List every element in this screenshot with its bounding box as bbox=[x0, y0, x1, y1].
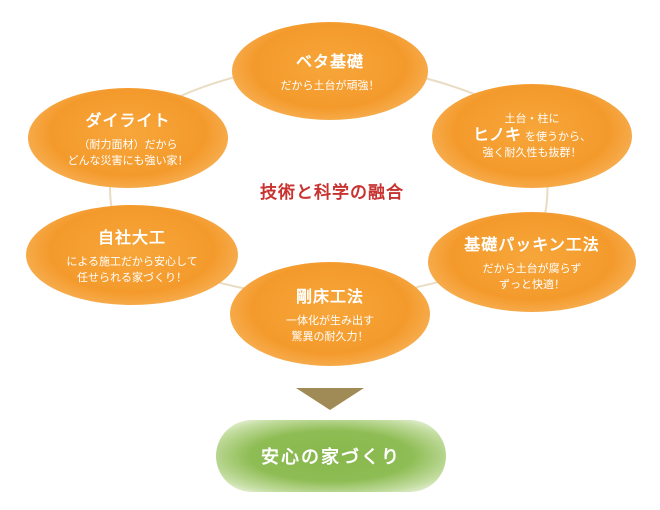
node-hinoki-line3: 強く耐久性も抜群！ bbox=[482, 146, 582, 159]
node-dailite-line1: （耐力面材）だから bbox=[78, 138, 178, 151]
down-arrow-icon bbox=[296, 388, 364, 410]
node-dailite-text: （耐力面材）だから どんな災害にも強い家！ bbox=[68, 137, 189, 169]
node-dailite-title: ダイライト bbox=[85, 111, 171, 130]
node-kiso-packing-text: だから土台が腐らず ずっと快適！ bbox=[483, 261, 582, 293]
node-kiso-packing: 基礎パッキン工法 だから土台が腐らず ずっと快適！ bbox=[428, 212, 636, 312]
node-beta-kiso-line1: だから土台が頑強！ bbox=[280, 79, 380, 92]
node-hinoki-line2: ヒノキを使うから、 bbox=[473, 127, 591, 145]
node-kiso-packing-line2: ずっと快適！ bbox=[499, 278, 565, 291]
node-dailite-line2: どんな災害にも強い家！ bbox=[67, 154, 189, 167]
node-goshou-line2: 驚異の耐久力！ bbox=[291, 330, 369, 343]
node-jisha-daiku: 自社大工 による施工だから安心して 任せられる家づくり！ bbox=[26, 205, 238, 305]
node-beta-kiso-title: ベタ基礎 bbox=[295, 52, 364, 71]
node-jisha-daiku-title: 自社大工 bbox=[97, 228, 166, 247]
node-beta-kiso: ベタ基礎 だから土台が頑強！ bbox=[232, 22, 428, 120]
node-hinoki: 土台・柱に ヒノキを使うから、 強く耐久性も抜群！ bbox=[432, 84, 632, 188]
node-hinoki-line1: 土台・柱に bbox=[504, 112, 560, 125]
node-hinoki-text: 土台・柱に ヒノキを使うから、 強く耐久性も抜群！ bbox=[473, 111, 591, 161]
node-hinoki-keyword: ヒノキ bbox=[472, 125, 521, 144]
center-title: 技術と科学の融合 bbox=[260, 183, 404, 203]
node-dailite: ダイライト （耐力面材）だから どんな災害にも強い家！ bbox=[28, 88, 228, 188]
node-jisha-daiku-text: による施工だから安心して 任せられる家づくり！ bbox=[66, 254, 197, 286]
node-kiso-packing-line1: だから土台が腐らず bbox=[482, 262, 582, 275]
node-goshou: 剛床工法 一体化が生み出す 驚異の耐久力！ bbox=[230, 262, 430, 366]
node-jisha-daiku-line1: による施工だから安心して bbox=[66, 255, 198, 268]
node-hinoki-line2-rest: を使うから、 bbox=[525, 130, 591, 143]
node-jisha-daiku-line2: 任せられる家づくり！ bbox=[77, 271, 187, 284]
node-beta-kiso-text: だから土台が頑強！ bbox=[281, 78, 380, 94]
node-goshou-title: 剛床工法 bbox=[295, 287, 364, 306]
node-kiso-packing-title: 基礎パッキン工法 bbox=[464, 235, 600, 254]
node-goshou-line1: 一体化が生み出す bbox=[286, 314, 374, 327]
result-badge: 安心の家づくり bbox=[216, 420, 446, 492]
node-goshou-text: 一体化が生み出す 驚異の耐久力！ bbox=[286, 313, 374, 345]
result-label: 安心の家づくり bbox=[261, 447, 401, 468]
